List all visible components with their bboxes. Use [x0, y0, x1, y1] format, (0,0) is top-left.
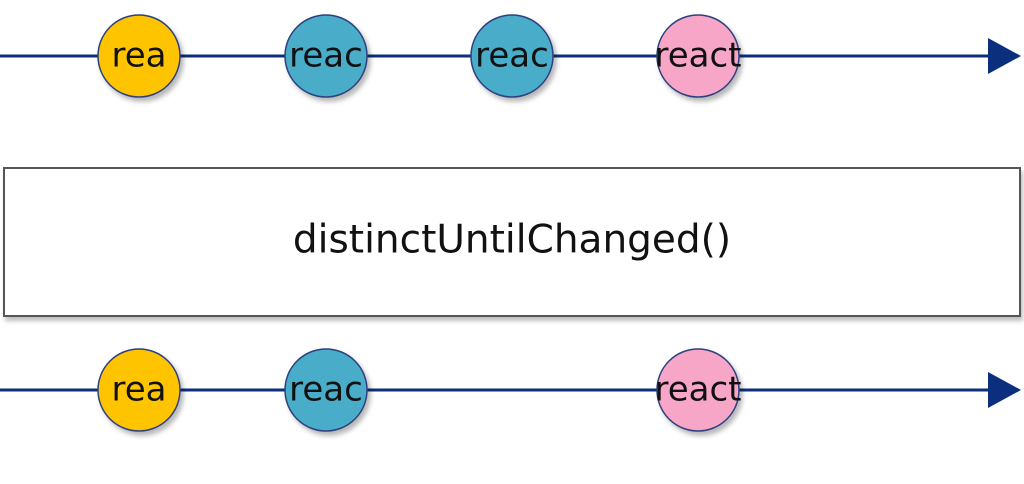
input-marble-circle [656, 14, 740, 98]
output-marble-circle [97, 348, 181, 432]
output-marble-label: rea [112, 370, 167, 410]
input-marble: rea [97, 14, 181, 98]
output-marble: rea [97, 348, 181, 432]
output-timeline: rea reac react [0, 348, 1021, 432]
input-marble: reac [284, 14, 368, 98]
output-marble-circle [656, 348, 740, 432]
input-marble-circle [470, 14, 554, 98]
operator-label: distinctUntilChanged() [293, 218, 731, 263]
input-timeline: rea reac reac react [0, 14, 1021, 98]
input-marble-circle [97, 14, 181, 98]
input-marble-label: rea [112, 36, 167, 76]
output-timeline-arrow [988, 372, 1021, 408]
input-marble: reac [470, 14, 554, 98]
input-marble-label: react [654, 36, 741, 76]
input-marble-label: reac [475, 36, 549, 76]
input-marbles: rea reac reac react [97, 14, 742, 98]
input-marble-label: reac [289, 36, 363, 76]
output-marble: react [654, 348, 742, 432]
input-marble: react [654, 14, 742, 98]
operator-box: distinctUntilChanged() [3, 167, 1021, 317]
output-marble-circle [284, 348, 368, 432]
output-marble-label: react [654, 370, 741, 410]
output-marble: reac [284, 348, 368, 432]
output-marbles: rea reac react [97, 348, 742, 432]
input-timeline-arrow [988, 38, 1021, 74]
input-marble-circle [284, 14, 368, 98]
output-marble-label: reac [289, 370, 363, 410]
operator-box-rect [3, 167, 1021, 317]
